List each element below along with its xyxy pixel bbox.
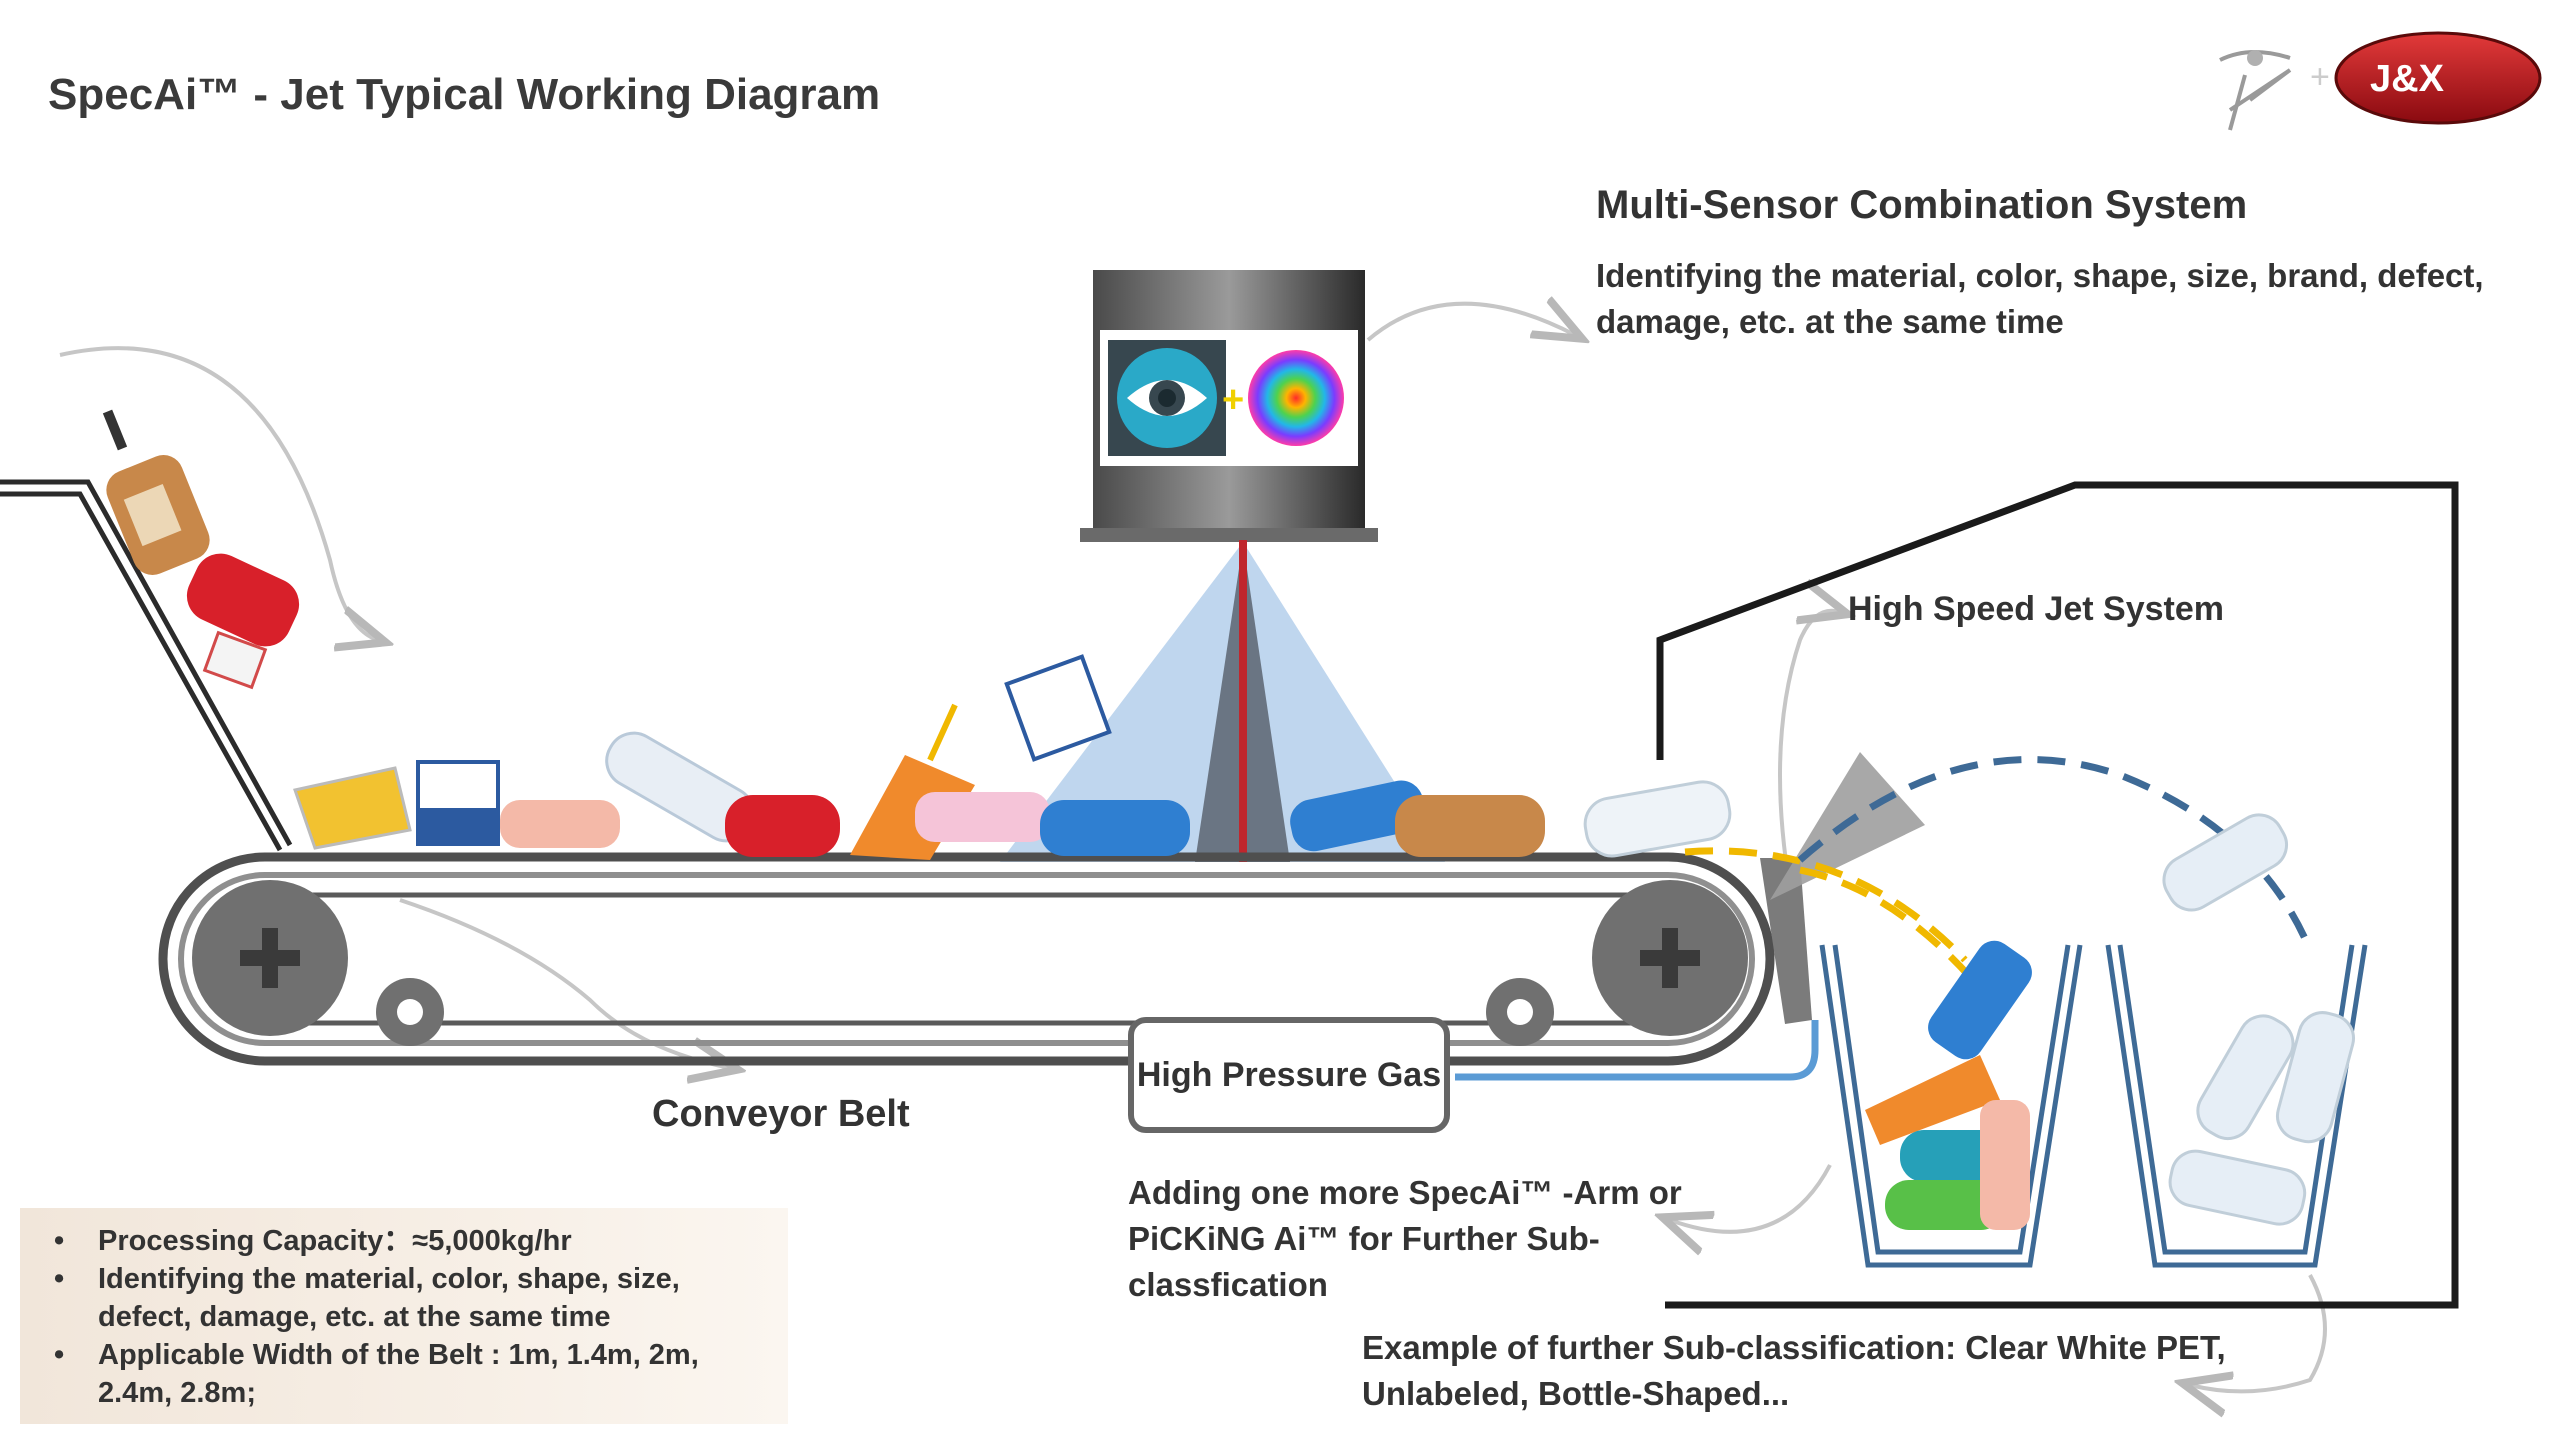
high-pressure-gas-box: High Pressure Gas: [1128, 1017, 1450, 1133]
subclass-note: Example of further Sub-classification: C…: [1362, 1329, 2226, 1412]
sensor-description: Identifying the material, color, shape, …: [1596, 257, 2484, 340]
specs-box: Processing Capacity：≈5,000kg/hr Identify…: [20, 1208, 788, 1424]
eye-icon: [1108, 340, 1226, 456]
annotation-arrows: [59, 304, 2327, 1392]
eye-plus-icon: +: [1222, 379, 1244, 421]
page-title: SpecAi™ - Jet Typical Working Diagram: [48, 70, 881, 119]
separation-chamber: [1656, 481, 2459, 1309]
jet-system-label: High Speed Jet System: [1848, 590, 2225, 628]
sorted-items: [1865, 813, 2355, 1230]
color-wheel-icon: [1248, 350, 1344, 446]
high-pressure-gas-label: High Pressure Gas: [1136, 1055, 1442, 1094]
drive-wheel-right: [1592, 880, 1748, 1036]
drive-wheel-left: [192, 880, 348, 1036]
spec-identification: Identifying the material, color, shape, …: [40, 1260, 768, 1336]
conveyor-belt-label: Conveyor Belt: [652, 1093, 910, 1135]
archer-logo-icon: [2219, 49, 2292, 131]
sensor-title: Multi-Sensor Combination System: [1596, 183, 2248, 227]
spec-capacity: Processing Capacity：≈5,000kg/hr: [40, 1222, 768, 1260]
infeed-chute: [0, 479, 293, 852]
jx-logo-text: J&X: [2370, 58, 2444, 100]
idler-rollers: [376, 978, 1554, 1046]
jx-logo: [2334, 31, 2542, 125]
specs-list: Processing Capacity：≈5,000kg/hr Identify…: [40, 1222, 768, 1412]
falling-items: [102, 409, 300, 690]
items-on-belt: [293, 654, 1732, 860]
plus-icon: +: [2310, 58, 2330, 96]
spec-belt-width: Applicable Width of the Belt : 1m, 1.4m,…: [40, 1336, 768, 1412]
arm-note: Adding one more SpecAi™ -Arm or PiCKiNG …: [1128, 1174, 1682, 1303]
gas-pipe: [1455, 1020, 1819, 1081]
